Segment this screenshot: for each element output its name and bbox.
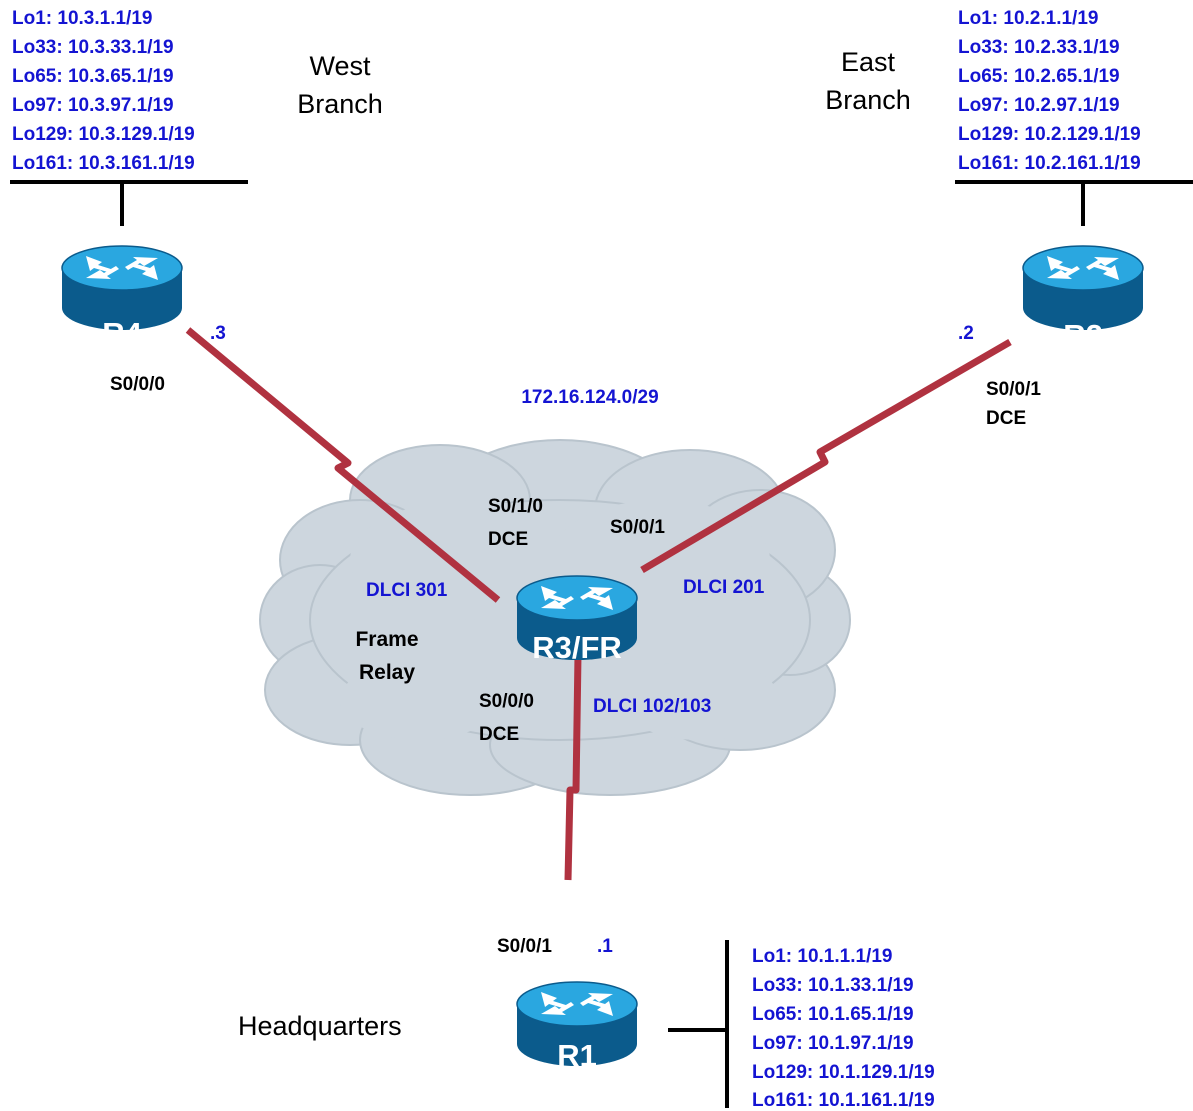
site-label-east-line1: East — [841, 47, 896, 77]
cloud-label-line2: Relay — [359, 661, 415, 684]
cloud-puff — [620, 660, 780, 740]
cloud-label-line1: Frame — [355, 628, 418, 651]
r1-ip: .1 — [597, 936, 613, 957]
router-r3-label: R3/FR — [532, 630, 622, 665]
loopback-entry: Lo161: 10.3.161.1/19 — [12, 153, 195, 174]
link-r1-r3 — [564, 654, 582, 881]
router-r3-fr[interactable]: R3/FR — [516, 575, 638, 665]
r3-dce-s000: DCE — [479, 724, 519, 745]
link-r4-r3 — [185, 327, 501, 603]
router-r2-label: R2 — [1063, 318, 1103, 353]
r2-ip: .2 — [958, 323, 974, 344]
site-label-hq: Headquarters — [238, 1011, 402, 1041]
loopback-entry: Lo97: 10.2.97.1/19 — [958, 95, 1120, 116]
cloud-puff — [340, 660, 500, 740]
serial-links — [185, 327, 1012, 881]
router-r4-label: R4 — [102, 316, 142, 351]
link-r2-r3 — [640, 338, 1012, 574]
r3-interface-s010: S0/1/0 — [488, 496, 543, 517]
loopback-entry: Lo65: 10.1.65.1/19 — [752, 1004, 914, 1025]
r3-dce-s010: DCE — [488, 529, 528, 550]
loopback-entry: Lo65: 10.2.65.1/19 — [958, 66, 1120, 87]
loopback-entry: Lo33: 10.2.33.1/19 — [958, 37, 1120, 58]
r3-interface-s001: S0/0/1 — [610, 517, 665, 538]
r4-interface: S0/0/0 — [110, 374, 165, 395]
site-label-west-line2: Branch — [297, 89, 383, 119]
loopback-entry: Lo129: 10.3.129.1/19 — [12, 124, 195, 145]
loopback-entry: Lo1: 10.2.1.1/19 — [958, 8, 1098, 29]
router-r4[interactable]: R4 — [61, 245, 183, 351]
dlci-left: DLCI 301 — [366, 580, 448, 601]
loopback-entry: Lo129: 10.2.129.1/19 — [958, 124, 1141, 145]
loopback-entry: Lo1: 10.1.1.1/19 — [752, 946, 892, 967]
loopbacks-r1: Lo1: 10.1.1.1/19 Lo33: 10.1.33.1/19 Lo65… — [752, 946, 935, 1111]
lan-segments — [10, 180, 1193, 1108]
loopback-entry: Lo33: 10.1.33.1/19 — [752, 975, 914, 996]
r2-dce: DCE — [986, 408, 1026, 429]
router-r2[interactable]: R2 — [1022, 245, 1144, 353]
site-label-west-line1: West — [309, 51, 371, 81]
dlci-right: DLCI 201 — [683, 577, 765, 598]
loopback-entry: Lo33: 10.3.33.1/19 — [12, 37, 174, 58]
r4-ip: .3 — [210, 323, 226, 344]
loopback-entry: Lo97: 10.1.97.1/19 — [752, 1033, 914, 1054]
r1-interface: S0/0/1 — [497, 936, 552, 957]
loopback-entry: Lo97: 10.3.97.1/19 — [12, 95, 174, 116]
dlci-bottom: DLCI 102/103 — [593, 696, 711, 717]
router-r1[interactable]: R1 — [516, 981, 638, 1073]
router-r1-label: R1 — [557, 1038, 597, 1073]
loopbacks-r2: Lo1: 10.2.1.1/19 Lo33: 10.2.33.1/19 Lo65… — [958, 8, 1141, 174]
r3-interface-s000: S0/0/0 — [479, 691, 534, 712]
frame-relay-cloud — [259, 439, 851, 796]
r2-interface: S0/0/1 — [986, 379, 1041, 400]
site-label-east-line2: Branch — [825, 85, 911, 115]
loopback-entry: Lo65: 10.3.65.1/19 — [12, 66, 174, 87]
loopback-entry: Lo129: 10.1.129.1/19 — [752, 1062, 935, 1083]
network-label: 172.16.124.0/29 — [521, 387, 658, 408]
loopback-entry: Lo161: 10.2.161.1/19 — [958, 153, 1141, 174]
loopback-entry: Lo1: 10.3.1.1/19 — [12, 8, 152, 29]
loopback-entry: Lo161: 10.1.161.1/19 — [752, 1090, 935, 1111]
loopbacks-r4: Lo1: 10.3.1.1/19 Lo33: 10.3.33.1/19 Lo65… — [12, 8, 195, 174]
